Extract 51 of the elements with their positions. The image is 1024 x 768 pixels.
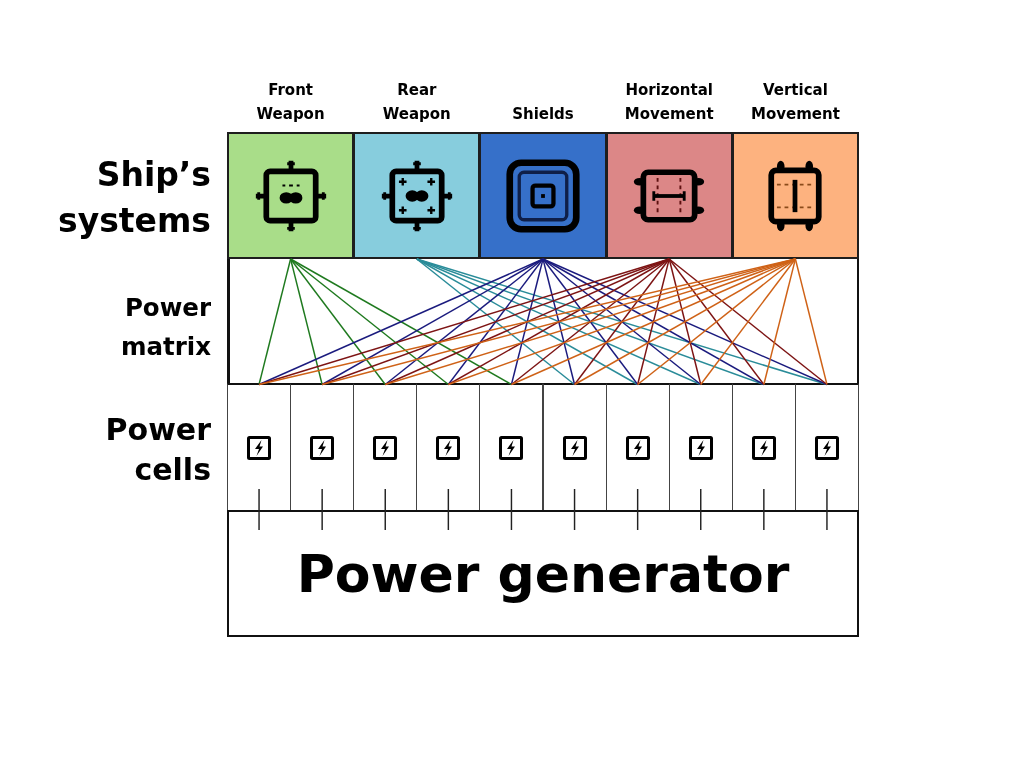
connector-line: [510, 488, 513, 531]
cell-slot: [479, 383, 544, 511]
connector-line: [384, 258, 544, 386]
connector-line: [289, 258, 323, 386]
connector-line: [826, 488, 828, 531]
connector-line: [416, 258, 702, 386]
cell-slot: [542, 383, 607, 511]
row-label: Ship’s systems: [58, 154, 211, 242]
connector-line: [542, 258, 639, 386]
connector-line: [258, 258, 292, 386]
connector-line: [668, 258, 702, 386]
connector-line: [636, 258, 670, 386]
connector-line: [416, 258, 639, 386]
connector-line: [763, 488, 765, 531]
row-label: Power matrix: [120, 292, 211, 363]
row-label: Power cells: [105, 411, 211, 489]
connector-line: [510, 258, 670, 386]
connector-line: [573, 258, 797, 386]
connector-line: [321, 488, 323, 531]
connector-line: [668, 258, 765, 386]
connector-line: [542, 258, 702, 386]
connector-line: [542, 258, 576, 386]
cell-slot: [794, 383, 859, 511]
connector-line: [258, 258, 544, 386]
connector-line: [700, 258, 797, 386]
connector-line: [510, 258, 544, 386]
system-label: Shields: [512, 104, 574, 125]
connector-line: [416, 258, 576, 386]
connector-line: [668, 258, 828, 386]
generator-panel: [227, 510, 859, 637]
system-label: Rear Weapon: [382, 80, 451, 125]
connector-line: [542, 258, 828, 386]
connector-line: [384, 488, 386, 531]
connector-line: [289, 258, 513, 386]
system-label: Front Weapon: [256, 80, 325, 125]
cell-slot: [227, 383, 292, 511]
connector-line: [700, 488, 702, 531]
connector-line: [573, 488, 576, 531]
connector-line: [289, 258, 386, 386]
connector-line: [447, 488, 450, 531]
connector-line: [763, 258, 797, 386]
connector-line: [573, 258, 670, 386]
generator-label: Power generator: [296, 543, 790, 604]
connector-line: [258, 488, 260, 531]
system-label: Vertical Movement: [750, 80, 840, 125]
connector-line: [447, 258, 544, 386]
connector-line: [542, 258, 765, 386]
connector-line: [794, 258, 828, 386]
connector-line: [636, 488, 639, 531]
connector-line: [289, 258, 450, 386]
system-label: Horizontal Movement: [624, 80, 714, 125]
